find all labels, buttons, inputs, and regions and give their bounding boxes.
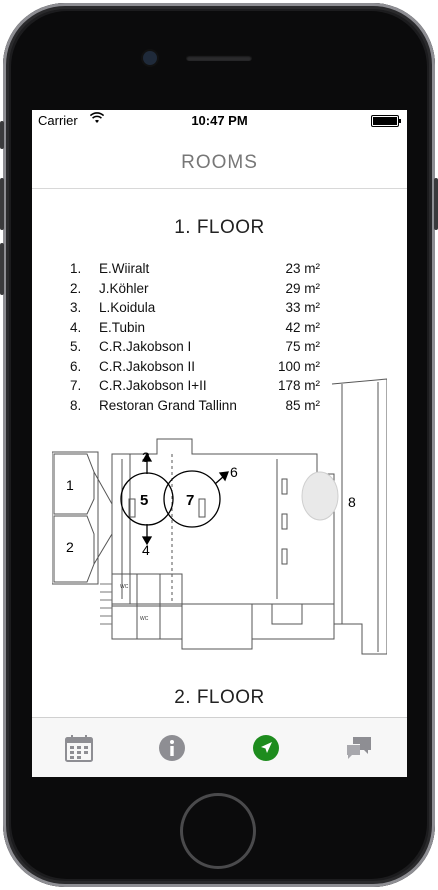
room-row[interactable]: 8. Restoran Grand Tallinn 85 m² — [70, 398, 320, 418]
room-list: 1. E.Wiiralt 23 m² 2. J.Köhler 29 m² 3. L.Koidu… — [70, 261, 320, 417]
plan-label-4: 4 — [142, 542, 150, 558]
rooms-scroll-view[interactable]: 1. FLOOR 1. E.Wiiralt 23 m² 2. J.Köhler 29 m²… — [32, 189, 407, 717]
mute-switch — [0, 121, 4, 149]
tab-messages[interactable] — [343, 732, 375, 764]
plan-label-6: 6 — [230, 464, 238, 480]
power-button — [434, 178, 438, 230]
room-area: 100 m² — [277, 358, 320, 374]
tab-calendar[interactable] — [63, 732, 95, 764]
room-1-outline — [53, 453, 95, 515]
tab-bar — [32, 717, 407, 777]
room-7-circle[interactable] — [163, 470, 221, 528]
tab-location[interactable] — [250, 732, 282, 764]
battery-icon — [371, 115, 401, 127]
room-area: 85 m² — [285, 397, 320, 413]
app-screen: Carrier 10:47 PM ROOMS 1. FLOOR 1. E.Wiir… — [32, 110, 407, 777]
floor-plan-map[interactable]: 1 2 3 4 5 6 7 8 WC WC — [52, 374, 387, 659]
plan-label-2: 2 — [66, 539, 74, 555]
room-2-outline — [53, 515, 95, 583]
home-button[interactable] — [183, 796, 253, 866]
info-icon — [159, 735, 185, 761]
chat-bubbles-icon — [347, 737, 371, 759]
room-row[interactable]: 2. J.Köhler 29 m² — [70, 281, 320, 301]
room-number: 8. — [70, 397, 82, 413]
plan-label-1: 1 — [66, 477, 74, 493]
main-hall-outline — [111, 438, 335, 605]
location-arrow-icon — [253, 735, 279, 761]
plan-label-8: 8 — [348, 494, 356, 510]
room-area: 29 m² — [285, 280, 320, 296]
wc-label-2: WC — [140, 616, 149, 622]
room-number: 4. — [70, 319, 82, 335]
room-area: 42 m² — [285, 319, 320, 335]
restaurant-dome — [301, 471, 339, 521]
room-name: C.R.Jakobson I — [99, 339, 192, 354]
room-row[interactable]: 3. L.Koidula 33 m² — [70, 300, 320, 320]
volume-down-button — [0, 243, 4, 295]
plan-label-3: 3 — [142, 449, 150, 465]
room-area: 23 m² — [285, 261, 320, 276]
restaurant-outline — [331, 378, 387, 655]
volume-up-button — [0, 178, 4, 230]
earpiece-speaker — [186, 55, 252, 61]
page-title: ROOMS — [181, 152, 258, 173]
wifi-icon — [89, 112, 105, 127]
room-name: L.Koidula — [99, 300, 156, 315]
room-row[interactable]: 5. C.R.Jakobson I 75 m² — [70, 339, 320, 359]
tab-info[interactable] — [156, 732, 188, 764]
room-name: C.R.Jakobson I+II — [99, 378, 207, 393]
room-number: 5. — [70, 339, 82, 354]
plan-label-7: 7 — [186, 492, 194, 509]
status-time: 10:47 PM — [191, 113, 248, 128]
room-row[interactable]: 6. C.R.Jakobson II 100 m² — [70, 359, 320, 379]
room-area: 33 m² — [285, 300, 320, 315]
wc-label-1: WC — [120, 584, 129, 590]
room-name: E.Wiiralt — [99, 261, 150, 276]
status-bar: Carrier 10:47 PM — [32, 110, 407, 130]
front-camera — [143, 51, 157, 65]
room-number: 3. — [70, 300, 82, 315]
room-name: E.Tubin — [99, 319, 146, 335]
room-number: 1. — [70, 261, 82, 276]
room-area: 75 m² — [285, 339, 320, 354]
room-name: C.R.Jakobson II — [99, 358, 196, 374]
calendar-icon — [65, 735, 93, 762]
floor-2-title: 2. FLOOR — [174, 687, 265, 708]
floor-1-title: 1. FLOOR — [174, 217, 265, 238]
room-number: 7. — [70, 378, 82, 393]
room-area: 178 m² — [277, 378, 320, 393]
room-number: 6. — [70, 358, 82, 374]
room-row[interactable]: 4. E.Tubin 42 m² — [70, 320, 320, 340]
room-name: Restoran Grand Tallinn — [99, 397, 237, 413]
plan-label-5: 5 — [140, 492, 148, 509]
room-row[interactable]: 7. C.R.Jakobson I+II 178 m² — [70, 378, 320, 398]
room-number: 2. — [70, 280, 82, 296]
carrier-label: Carrier — [38, 113, 78, 128]
room-row[interactable]: 1. E.Wiiralt 23 m² — [70, 261, 320, 281]
room-name: J.Köhler — [99, 280, 149, 296]
navigation-bar: ROOMS — [32, 130, 407, 189]
